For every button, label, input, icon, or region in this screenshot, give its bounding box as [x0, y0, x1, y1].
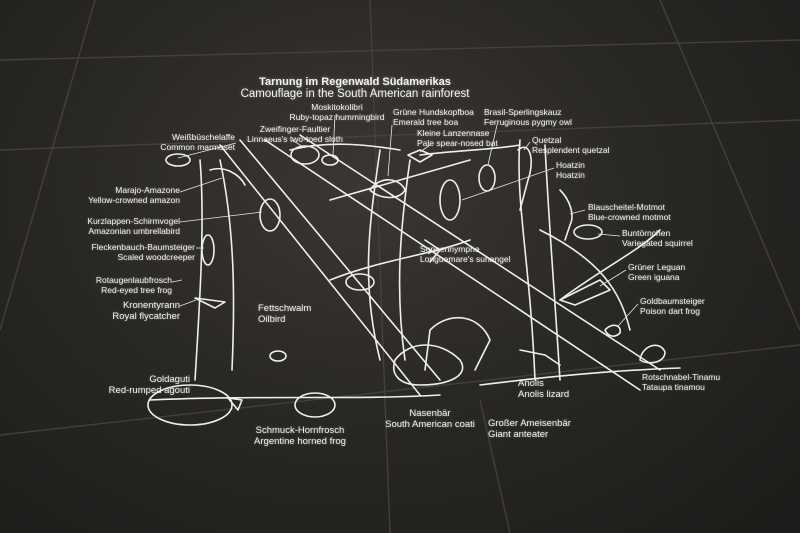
leader-squirrel — [597, 233, 621, 237]
bat-drawing — [407, 149, 433, 163]
tree-frog-drawing — [269, 350, 287, 362]
leader-flycatcher — [179, 299, 197, 307]
leader-amazon — [179, 177, 223, 193]
poison-frog-drawing — [604, 324, 622, 337]
anolis-drawing — [519, 349, 561, 366]
horned-frog-drawing — [294, 392, 336, 418]
owl-drawing — [478, 164, 496, 192]
tree-trunk-left — [194, 159, 235, 381]
leader-bat — [419, 144, 431, 153]
leader-marmoset — [177, 142, 237, 159]
iguana-drawing — [559, 279, 611, 306]
oilbird-drawing — [345, 273, 375, 291]
motmot-drawing — [559, 189, 573, 241]
quetzal-drawing — [517, 146, 532, 211]
leader-motmot — [569, 209, 586, 215]
branch-center-cross — [329, 159, 471, 281]
ground-line — [149, 367, 681, 401]
leader-tree-frog — [171, 279, 183, 283]
display-title: Tarnung im Regenwald Südamerikas Camoufl… — [215, 76, 495, 100]
anteater-drawing — [424, 316, 491, 371]
leader-hoatzin — [461, 167, 555, 201]
branch-diagonal-long — [264, 134, 661, 391]
leader-sunangel — [427, 249, 437, 255]
royal-flycatcher-drawing — [194, 297, 226, 309]
umbrellabird-drawing — [259, 198, 281, 232]
coati-drawing — [393, 344, 464, 386]
leader-boa — [387, 124, 393, 177]
branch-center — [367, 149, 411, 361]
branch-diagonal-main — [219, 139, 441, 396]
leader-poison-frog — [617, 303, 639, 327]
sunangel-drawing — [424, 239, 441, 263]
leader-sloth — [291, 139, 306, 149]
title-german: Tarnung im Regenwald Südamerikas — [259, 76, 451, 88]
hummingbird-drawing — [321, 154, 339, 166]
leader-umbrellabird — [179, 211, 263, 223]
leader-quetzal — [523, 141, 531, 151]
tinamou-drawing — [639, 344, 666, 364]
leader-owl — [487, 124, 498, 166]
leader-hummingbird — [332, 114, 336, 156]
marmoset-drawing — [165, 153, 191, 167]
woodcreeper-drawing — [201, 234, 215, 266]
squirrel-drawing — [573, 224, 603, 240]
hoatzin-drawing — [439, 179, 461, 221]
agouti-drawing — [147, 384, 233, 426]
leader-iguana — [599, 269, 627, 287]
agouti-head — [227, 397, 243, 411]
amazon-parrot-drawing — [209, 167, 246, 186]
sloth-drawing — [290, 145, 320, 165]
boa-drawing — [369, 179, 406, 199]
title-english: Camouflage in the South American rainfor… — [240, 88, 470, 100]
